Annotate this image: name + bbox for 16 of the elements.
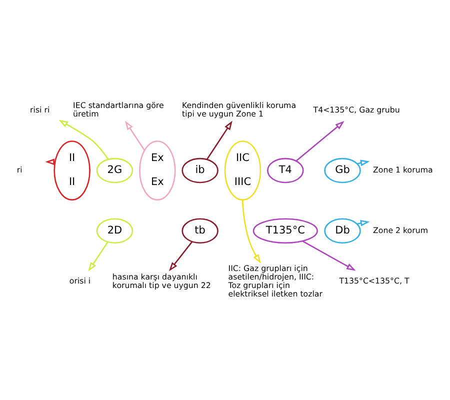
node-ellipse: IIC IIIC	[224, 140, 261, 200]
arrow	[241, 200, 260, 264]
node-ellipse: 2G	[96, 158, 133, 184]
arrow	[302, 240, 356, 271]
node-ellipse: T135°C	[252, 218, 318, 244]
node-ellipse: ib	[181, 158, 218, 184]
node-ellipse: Ex Ex	[138, 140, 176, 200]
node-ellipse: T4	[266, 158, 304, 184]
node-ellipse: 2D	[96, 218, 133, 244]
arrow	[206, 120, 232, 160]
node-ellipse: tb	[181, 218, 218, 244]
arrow	[124, 120, 144, 151]
arrow	[58, 120, 108, 160]
arrow	[88, 242, 108, 272]
arrow	[168, 241, 192, 272]
arrow	[295, 121, 344, 162]
